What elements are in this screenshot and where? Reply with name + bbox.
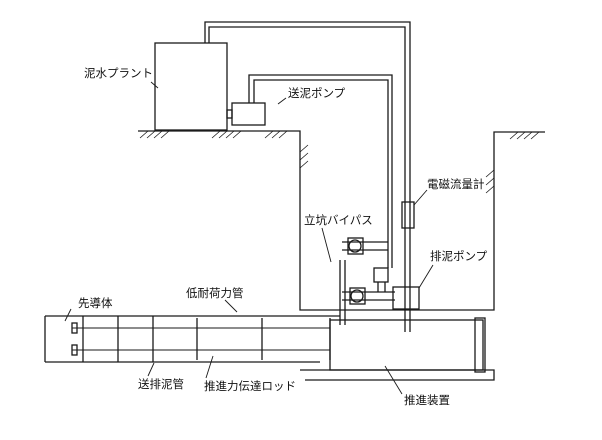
shaft-bypass bbox=[321, 227, 395, 325]
jacking-unit bbox=[300, 317, 495, 395]
thrust-rod-label: 推進力伝達ロッド bbox=[204, 379, 296, 393]
low-load-pipe-label: 低耐荷力管 bbox=[186, 286, 244, 300]
jacking-unit-label: 推進装置 bbox=[404, 393, 450, 407]
feed-pump-label: 送泥ポンプ bbox=[288, 86, 346, 100]
feed-pipe bbox=[204, 21, 411, 332]
pipe-string bbox=[44, 299, 340, 363]
flow-meter-label: 電磁流量計 bbox=[427, 177, 485, 191]
leading-body-leader bbox=[64, 308, 72, 322]
ground-outline bbox=[138, 130, 545, 311]
slurry-plant-label: 泥水プラント bbox=[84, 66, 153, 80]
shaft-bypass-label: 立坑バイパス bbox=[304, 213, 373, 227]
discharge-pump-label: 排泥ポンプ bbox=[430, 249, 488, 263]
leading-body-label: 先導体 bbox=[78, 296, 113, 310]
slurry-plant bbox=[150, 42, 228, 131]
feed-pump bbox=[226, 74, 393, 268]
discharge-pump bbox=[392, 264, 434, 310]
slurry-pipe-label: 送排泥管 bbox=[138, 377, 184, 391]
slurry-pipe-leader bbox=[147, 362, 155, 377]
thrust-rod-leader bbox=[205, 355, 214, 379]
flow-meter bbox=[401, 189, 428, 229]
